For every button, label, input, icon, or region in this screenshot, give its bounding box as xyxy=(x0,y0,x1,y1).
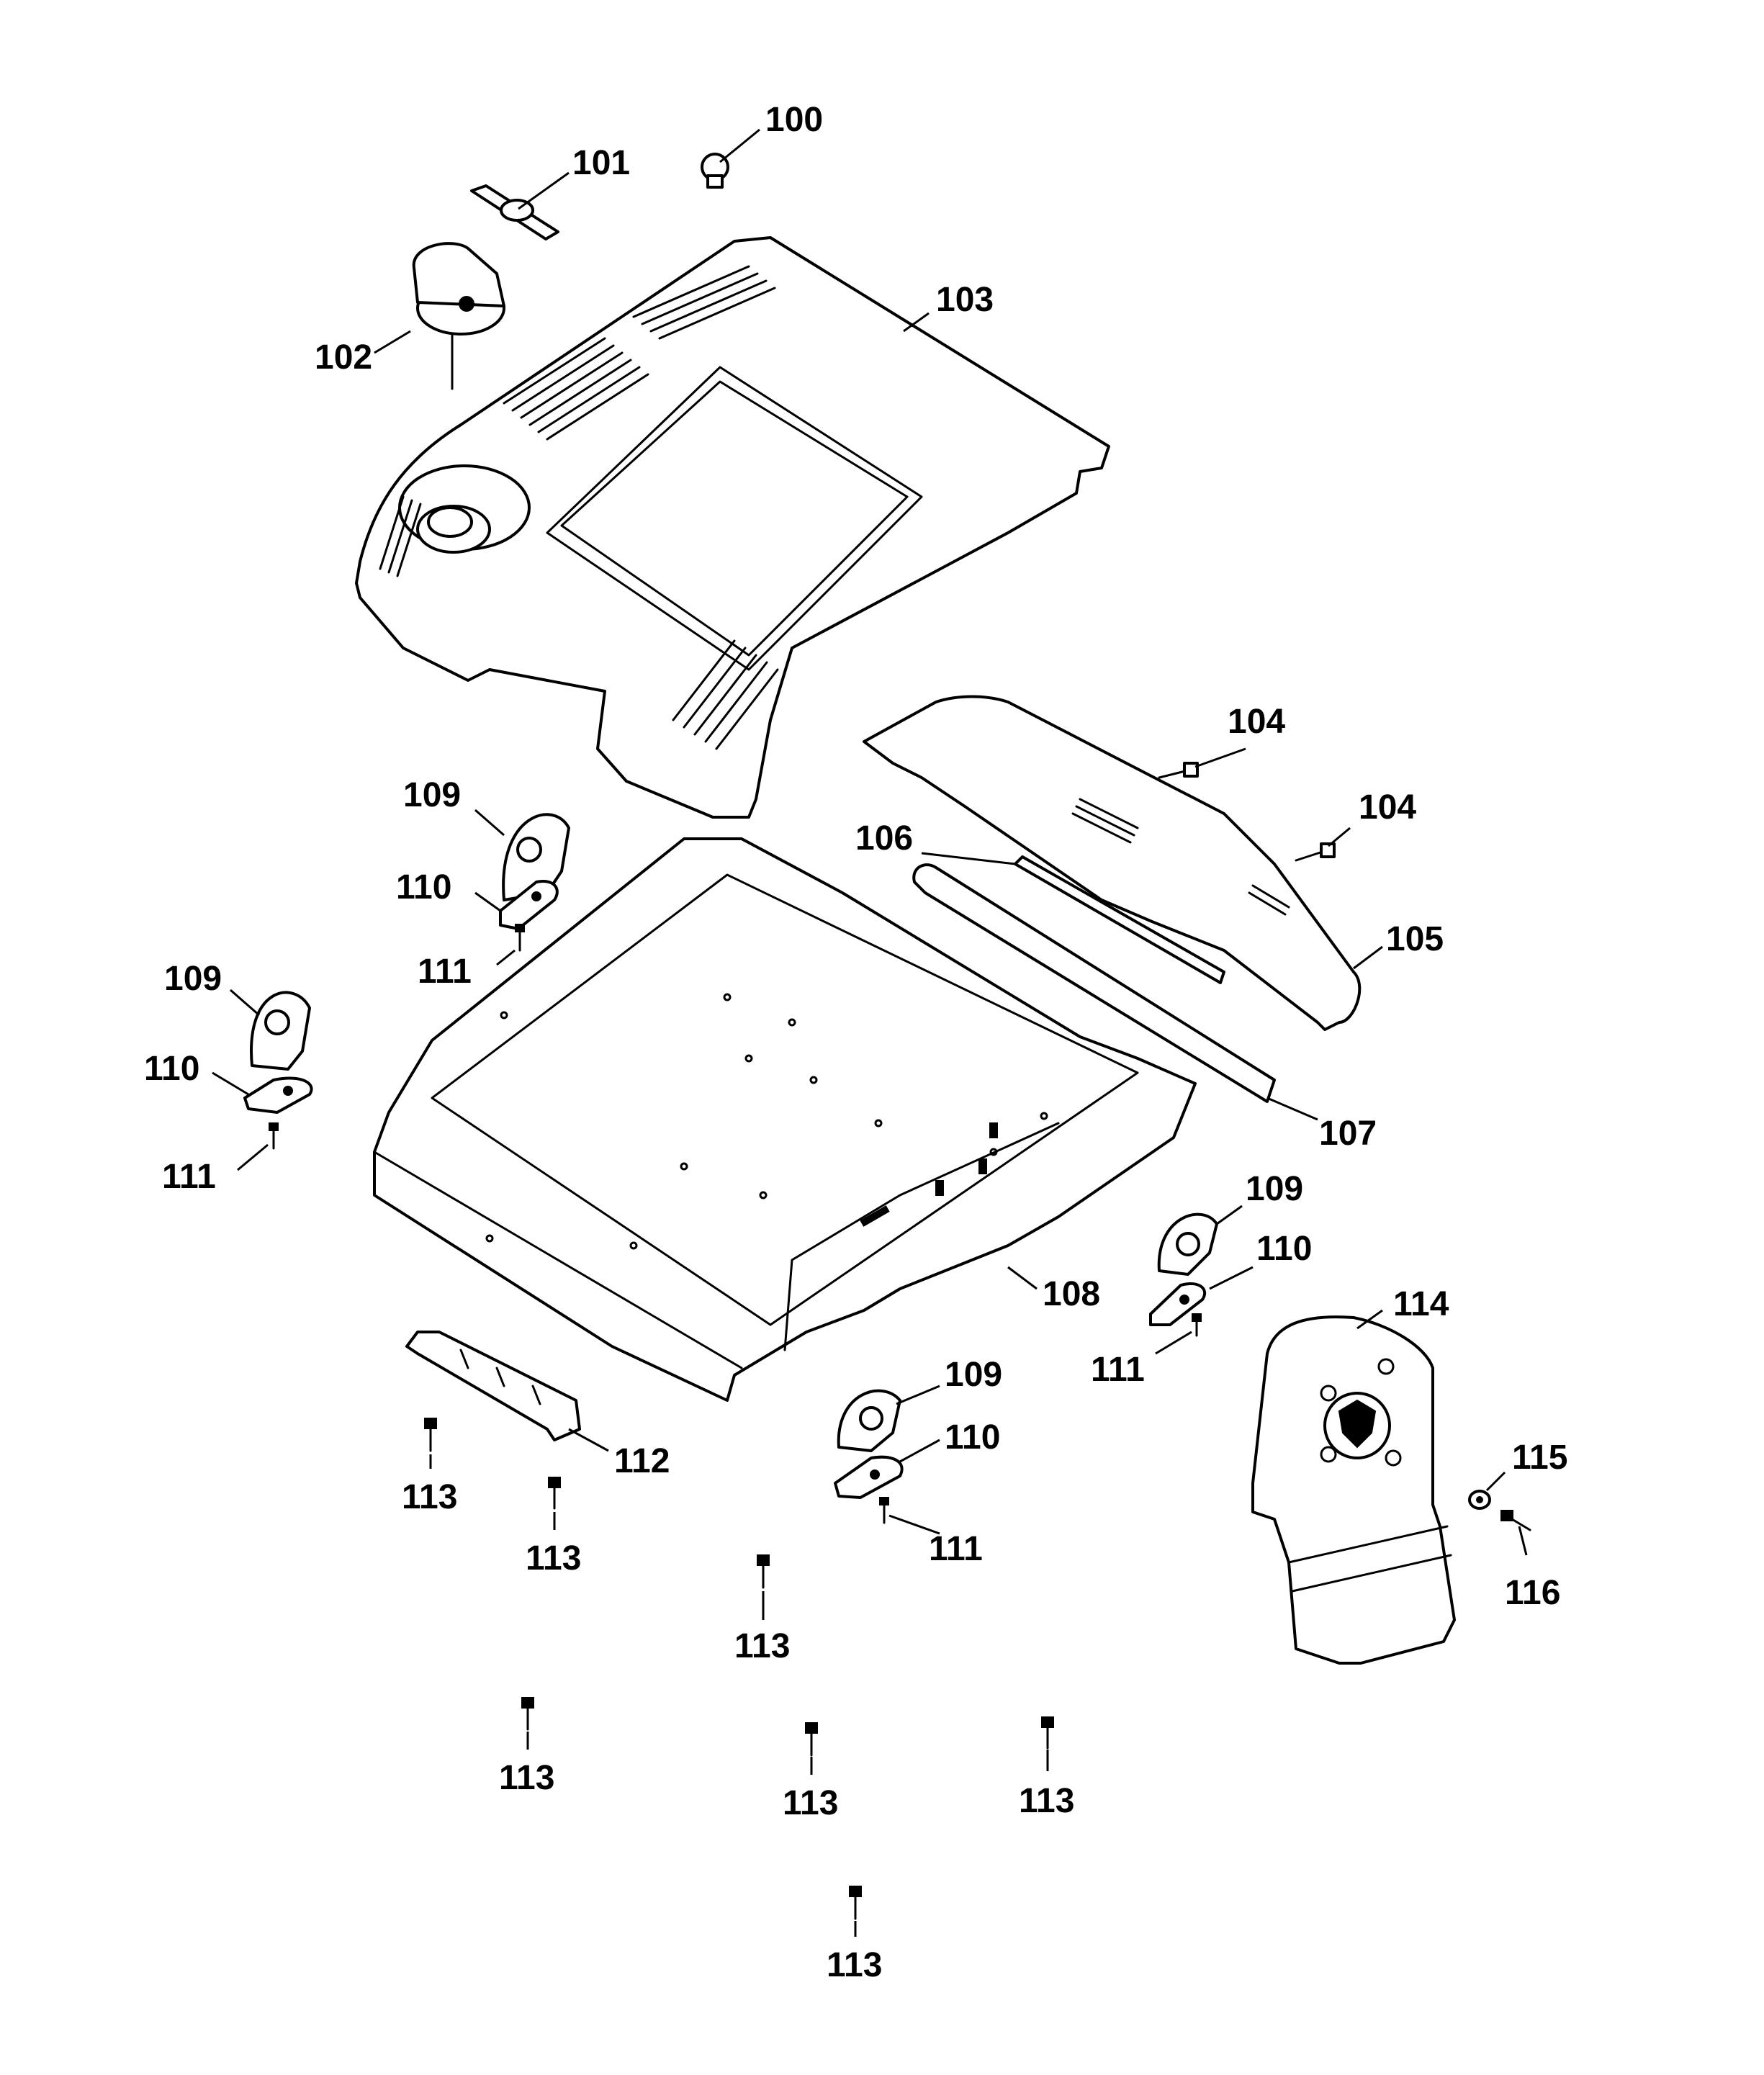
part-114-rear-cover xyxy=(1251,1315,1456,1665)
callout-113b: 113 xyxy=(526,1539,581,1577)
callout-107: 107 xyxy=(1319,1115,1377,1153)
part-113-bolt-b xyxy=(548,1477,561,1510)
callout-111a: 111 xyxy=(418,953,472,991)
callout-108: 108 xyxy=(1043,1275,1100,1313)
part-109-bracket-c xyxy=(1157,1212,1218,1276)
part-110-mount-d xyxy=(834,1455,904,1499)
callout-105: 105 xyxy=(1386,920,1444,958)
callout-109c: 109 xyxy=(1246,1170,1303,1208)
callout-111d: 111 xyxy=(929,1530,983,1568)
callout-109b: 109 xyxy=(164,960,222,998)
callout-113g: 113 xyxy=(827,1946,882,1984)
part-102-fuel-cap xyxy=(412,242,505,390)
callout-104a: 104 xyxy=(1228,703,1285,741)
callout-110b: 110 xyxy=(144,1050,199,1088)
part-111-screw-a xyxy=(515,924,525,952)
callout-111c: 111 xyxy=(1091,1351,1145,1389)
callout-111b: 111 xyxy=(162,1158,216,1196)
callout-115: 115 xyxy=(1512,1439,1567,1477)
callout-113d: 113 xyxy=(499,1759,554,1797)
part-108-chassis xyxy=(373,837,1197,1402)
part-111-screw-c xyxy=(1192,1313,1202,1337)
part-113-bolt-e xyxy=(805,1722,818,1757)
callout-102: 102 xyxy=(315,338,372,377)
part-111-screw-d xyxy=(879,1497,889,1524)
part-110-mount-c xyxy=(1149,1282,1207,1326)
part-109-bracket-a xyxy=(502,813,570,901)
callout-110d: 110 xyxy=(945,1418,1000,1457)
part-113-bolt-d xyxy=(521,1697,534,1731)
callout-109d: 109 xyxy=(945,1356,1002,1394)
part-109-bracket-d xyxy=(837,1389,901,1452)
part-115-nut xyxy=(1468,1490,1491,1510)
part-113-bolt-a xyxy=(424,1418,437,1452)
callout-114: 114 xyxy=(1393,1285,1449,1323)
callout-104b: 104 xyxy=(1359,788,1416,827)
leader-lines xyxy=(212,128,1528,1937)
callout-116: 116 xyxy=(1505,1574,1560,1612)
callout-113f: 113 xyxy=(1019,1782,1074,1820)
callout-113a: 113 xyxy=(402,1478,457,1516)
part-106-strip xyxy=(1014,855,1225,984)
callout-106: 106 xyxy=(855,819,913,858)
callout-103: 103 xyxy=(936,281,994,319)
callout-110a: 110 xyxy=(396,868,451,906)
part-103-hood xyxy=(355,236,1110,819)
part-104-screw-lower xyxy=(1295,842,1336,862)
part-113-bolt-g xyxy=(849,1886,862,1920)
part-110-mount-a xyxy=(499,880,559,930)
part-113-bolt-f xyxy=(1041,1716,1054,1750)
part-105-side-cover xyxy=(863,695,1362,1031)
part-111-screw-b xyxy=(269,1122,279,1150)
part-116-screw xyxy=(1500,1510,1531,1531)
part-113-bolt-c xyxy=(757,1554,770,1589)
callout-109a: 109 xyxy=(403,776,461,814)
callout-113c: 113 xyxy=(734,1627,790,1665)
part-107-tube xyxy=(912,863,1276,1103)
part-112-rail xyxy=(405,1331,581,1441)
part-110-mount-b xyxy=(243,1076,313,1114)
part-104-screw-upper xyxy=(1158,762,1199,779)
callout-113e: 113 xyxy=(783,1784,838,1822)
callout-100: 100 xyxy=(765,101,823,139)
callout-labels: 100 101 102 103 104 104 105 106 107 108 … xyxy=(144,101,1567,1984)
callout-112: 112 xyxy=(614,1442,670,1480)
part-109-bracket-b xyxy=(250,991,311,1071)
part-101-badge xyxy=(470,184,559,240)
callout-110c: 110 xyxy=(1256,1230,1312,1268)
callout-101: 101 xyxy=(572,144,630,182)
